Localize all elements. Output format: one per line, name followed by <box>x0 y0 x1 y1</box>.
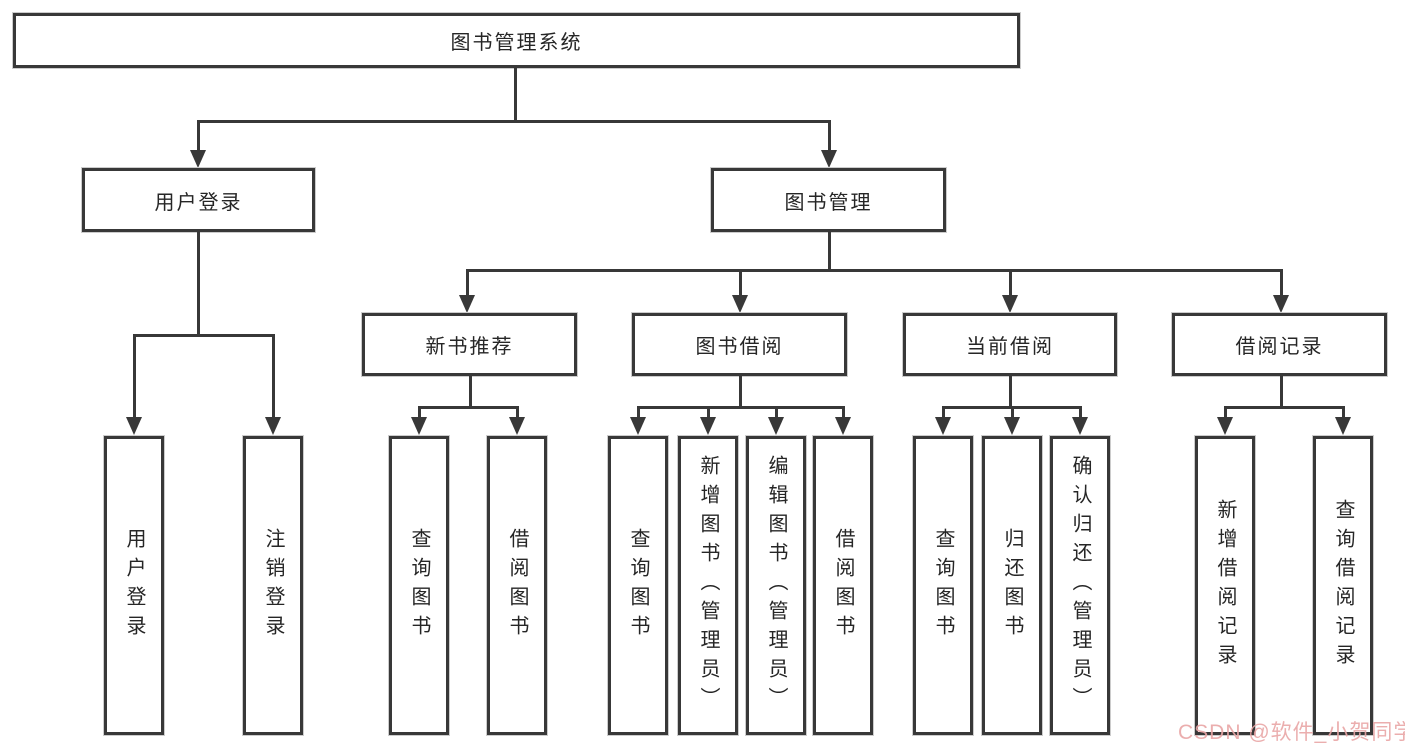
connector-leaf-rail <box>637 406 845 409</box>
connector-section-stem <box>1009 373 1012 409</box>
arrowhead-section <box>1273 295 1289 313</box>
arrowhead-book-management <box>821 150 837 168</box>
connector-leaf-drop <box>272 334 275 417</box>
leaf-query-books-borrow: 查询图书 <box>608 436 668 735</box>
leaf-add-borrow-record: 新增借阅记录 <box>1195 436 1255 735</box>
arrowhead-leaf <box>935 417 951 435</box>
node-library-management-system: 图书管理系统 <box>13 13 1020 68</box>
connector-leaf-drop <box>637 406 640 419</box>
connector-user-login-stem <box>197 229 200 336</box>
arrowhead-leaf <box>768 417 784 435</box>
connector-section-stem <box>469 373 472 409</box>
connector-leaf-rail <box>418 406 519 409</box>
connector-user-login-rail <box>133 334 275 337</box>
leaf-query-books-current: 查询图书 <box>913 436 973 735</box>
node-user-login: 用户登录 <box>82 168 315 232</box>
connector-section-stem <box>739 373 742 409</box>
arrowhead-section <box>1002 295 1018 313</box>
leaf-return-books: 归还图书 <box>982 436 1042 735</box>
leaf-user-login: 用户登录 <box>104 436 164 735</box>
arrowhead-leaf <box>1072 417 1088 435</box>
arrowhead-leaf <box>126 417 142 435</box>
arrowhead-user-login <box>190 150 206 168</box>
leaf-add-books-admin: 新增图书（管理员） <box>678 436 738 735</box>
arrowhead-leaf <box>509 417 525 435</box>
connector-root-stem <box>514 65 517 121</box>
connector-leaf-drop <box>1011 406 1014 419</box>
arrowhead-leaf <box>835 417 851 435</box>
arrowhead-section <box>459 295 475 313</box>
arrowhead-leaf <box>630 417 646 435</box>
leaf-borrow-books: 借阅图书 <box>813 436 873 735</box>
connector-leaf-drop <box>1342 406 1345 419</box>
arrowhead-leaf <box>411 417 427 435</box>
arrowhead-leaf <box>1217 417 1233 435</box>
connector-section-drop <box>1280 269 1283 296</box>
connector-leaf-rail <box>1224 406 1345 409</box>
leaf-query-borrow-record: 查询借阅记录 <box>1313 436 1373 735</box>
connector-leaf-drop <box>516 406 519 419</box>
node-book-borrow: 图书借阅 <box>632 313 847 376</box>
connector-leaf-drop <box>842 406 845 419</box>
connector-leaf-drop <box>707 406 710 419</box>
connector-level2-rail <box>197 120 831 123</box>
connector-book-management-stem <box>828 229 831 272</box>
connector-section-drop <box>1009 269 1012 296</box>
arrowhead-section <box>732 295 748 313</box>
connector-level3-rail <box>466 269 1283 272</box>
connector-leaf-drop <box>942 406 945 419</box>
connector-leaf-drop <box>1224 406 1227 419</box>
connector-book-management-drop <box>828 120 831 153</box>
node-borrow-records: 借阅记录 <box>1172 313 1387 376</box>
node-book-management: 图书管理 <box>711 168 946 232</box>
node-new-book-recommend: 新书推荐 <box>362 313 577 376</box>
leaf-edit-books-admin: 编辑图书（管理员） <box>746 436 806 735</box>
leaf-logout: 注销登录 <box>243 436 303 735</box>
arrowhead-leaf <box>700 417 716 435</box>
connector-leaf-drop <box>418 406 421 419</box>
connector-leaf-drop <box>1079 406 1082 419</box>
leaf-query-books-recommend: 查询图书 <box>389 436 449 735</box>
arrowhead-leaf <box>265 417 281 435</box>
connector-section-drop <box>739 269 742 296</box>
arrowhead-leaf <box>1004 417 1020 435</box>
csdn-watermark: CSDN @软件_小贺同学 <box>1178 721 1405 744</box>
connector-section-stem <box>1280 373 1283 409</box>
arrowhead-leaf <box>1335 417 1351 435</box>
leaf-borrow-books-recommend: 借阅图书 <box>487 436 547 735</box>
connector-user-login-drop <box>197 120 200 153</box>
leaf-confirm-return-admin: 确认归还（管理员） <box>1050 436 1110 735</box>
connector-leaf-drop <box>133 334 136 417</box>
node-current-borrow: 当前借阅 <box>903 313 1117 376</box>
connector-leaf-drop <box>775 406 778 419</box>
connector-section-drop <box>466 269 469 296</box>
